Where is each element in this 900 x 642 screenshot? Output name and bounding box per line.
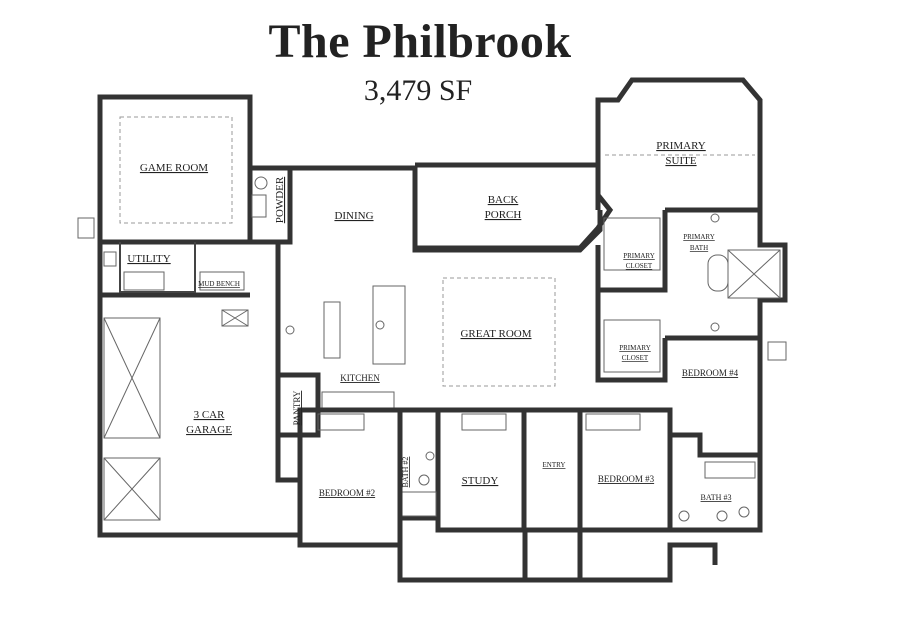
- label-bedroom-2: BEDROOM #2: [319, 488, 375, 498]
- label-powder: POWDER: [274, 176, 286, 223]
- plan-title: The Philbrook: [268, 15, 572, 68]
- label-primary-suite-2: SUITE: [665, 155, 696, 167]
- label-primary-closet-b-1: PRIMARY: [619, 344, 651, 352]
- label-bedroom-4: BEDROOM #4: [682, 368, 739, 378]
- label-kitchen: KITCHEN: [340, 373, 380, 383]
- label-utility: UTILITY: [127, 253, 170, 265]
- front-porch-walls: [397, 542, 718, 583]
- bedroom-2-walls: [297, 407, 403, 548]
- label-study: STUDY: [462, 475, 499, 487]
- label-dining: DINING: [334, 210, 373, 222]
- label-back-porch-1: BACK: [488, 194, 519, 206]
- label-primary-closet-b-2: CLOSET: [622, 354, 649, 362]
- label-primary-closet-a-1: PRIMARY: [623, 252, 655, 260]
- label-mud-bench: MUD BENCH: [198, 280, 240, 288]
- label-game-room: GAME ROOM: [140, 162, 208, 174]
- label-garage-2: GARAGE: [186, 424, 232, 436]
- label-bath-3: BATH #3: [701, 493, 732, 502]
- label-garage-1: 3 CAR: [194, 409, 226, 421]
- label-back-porch-2: PORCH: [485, 209, 522, 221]
- label-entry: ENTRY: [543, 461, 566, 469]
- label-primary-bath-2: BATH: [690, 244, 708, 252]
- label-primary-suite-1: PRIMARY: [656, 140, 706, 152]
- primary-suite-walls: [595, 77, 763, 213]
- label-great-room: GREAT ROOM: [460, 328, 531, 340]
- square-footage: 3,479 SF: [363, 74, 473, 107]
- entry-walls: [522, 407, 583, 583]
- label-primary-closet-a-2: CLOSET: [626, 262, 653, 270]
- label-bedroom-3: BEDROOM #3: [598, 474, 655, 484]
- label-pantry: PANTRY: [292, 390, 302, 425]
- label-bath-2: BATH #2: [401, 457, 410, 488]
- label-primary-bath-1: PRIMARY: [683, 233, 715, 241]
